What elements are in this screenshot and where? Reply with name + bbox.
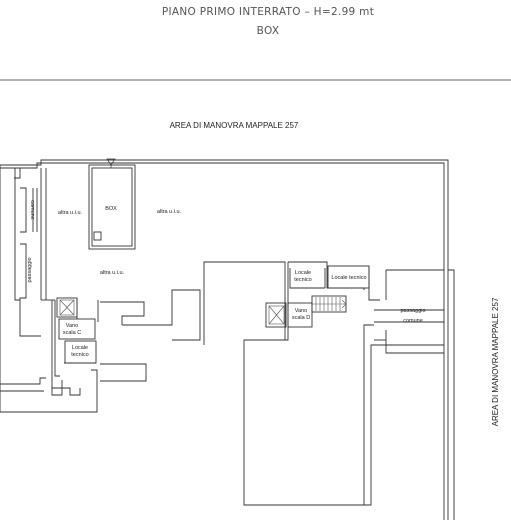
label-vano-scala-d-2: scala D [292,315,310,321]
lift-cross-icon [268,305,285,325]
label-vano-scala-c-1: Vano [66,323,78,329]
label-locale-tecnico-d-2: tecnico [294,277,311,283]
label-box: BOX [105,206,117,212]
label-altra-uiu-1: altra u.i.u. [58,210,83,216]
area-label-right: AREA DI MANOVRA MAPPALE 257 [491,297,500,426]
label-comune-left: comune [29,200,35,220]
label-vano-scala-c-2: scala C [63,330,81,336]
staircase-icon [312,297,347,311]
building-walls [0,159,455,520]
label-altra-uiu-3: altra u.i.u. [100,270,125,276]
area-label-top: AREA DI MANOVRA MAPPALE 257 [170,121,299,130]
label-locale-tecnico-d-1: Locale [295,270,311,276]
label-locale-tecnico-c-1: Locale [72,345,88,351]
label-altra-uiu-2: altra u.i.u. [157,209,182,215]
label-passaggio-left: passaggio [27,257,33,282]
label-vano-scala-d-1: Vano [295,308,307,314]
label-locale-tecnico-c-2: tecnico [71,352,88,358]
north-arrow-icon [106,158,116,168]
label-passaggio-right: passaggio [400,308,425,314]
label-comune-right: comune [403,318,423,324]
plan-title: PIANO PRIMO INTERRATO – H=2.99 mt [162,6,374,18]
plan-subtitle: BOX [257,25,280,37]
lift-cross-icon [59,299,75,316]
label-locale-tecnico-e: Locale tecnico [331,275,366,281]
